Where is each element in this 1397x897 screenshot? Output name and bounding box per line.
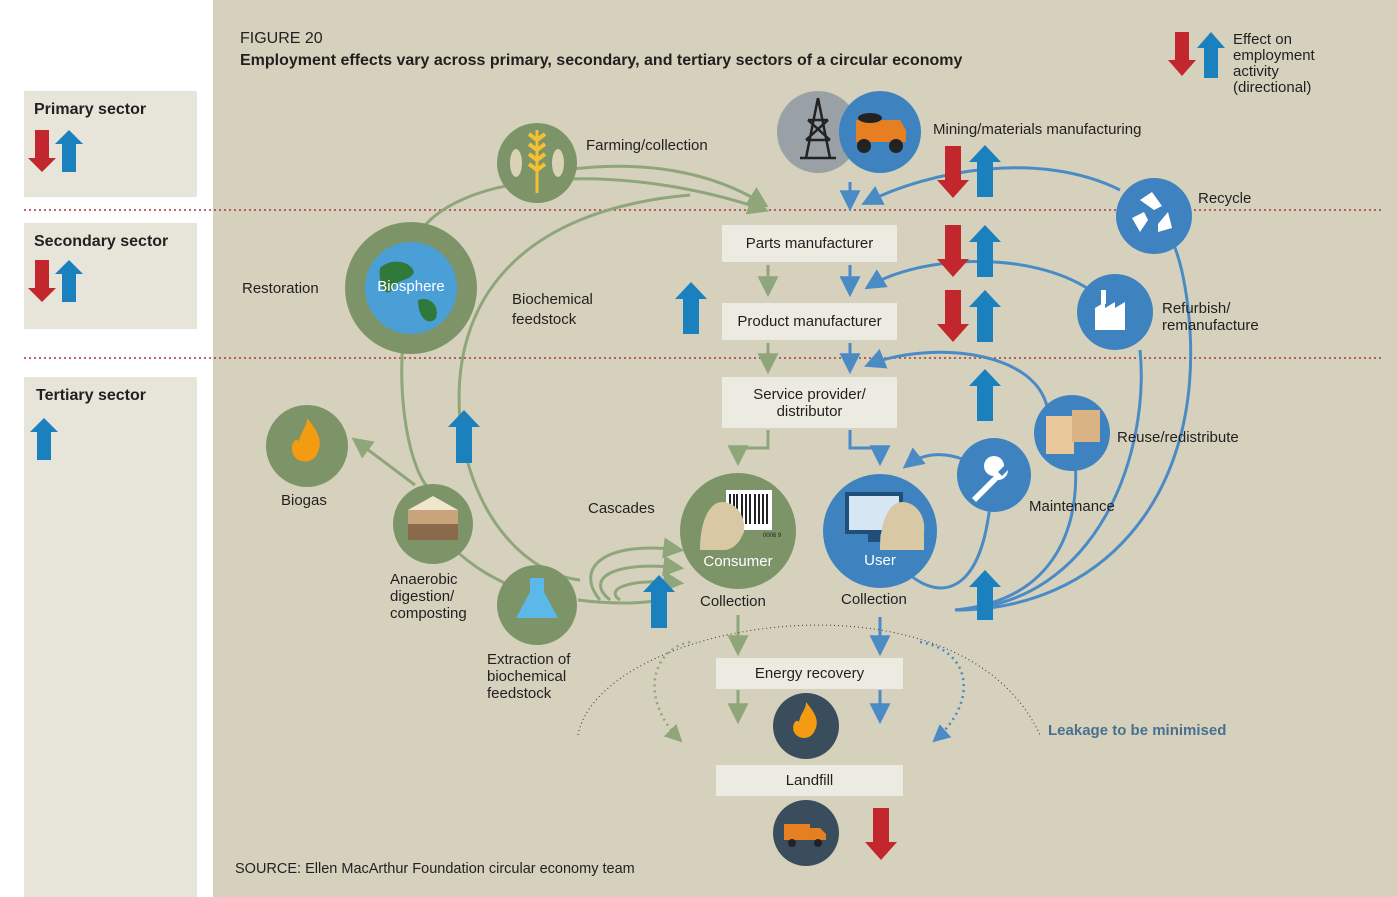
biochemical-feedstock-label: Biochemical feedstock [512, 291, 593, 328]
compost-icon [408, 496, 458, 540]
restoration-label: Restoration [242, 280, 319, 297]
anaerobic-circle [393, 484, 473, 564]
tertiary-sector-label: Tertiary sector [36, 387, 146, 404]
mining-truck-icon [856, 113, 906, 153]
mining-circles [777, 91, 921, 173]
anaerobic-line-2: digestion/ [390, 588, 455, 605]
consumer-circle [680, 473, 796, 589]
refurbish-circle [1077, 274, 1153, 350]
biogas-circle [266, 405, 348, 487]
farming-circle [497, 123, 577, 203]
oil-derrick-icon [800, 97, 836, 160]
legend-line-1: Effect on [1233, 31, 1292, 48]
boxes-icon [1046, 410, 1100, 454]
secondary-sector-box: Secondary sector [24, 223, 197, 329]
parts-manufacturer-box: Parts manufacturer [722, 225, 897, 262]
landfill-box: Landfill [716, 765, 903, 796]
recycle-circle [1116, 178, 1192, 254]
legend-line-3: activity [1233, 63, 1279, 80]
wheat-fish-icon [510, 130, 564, 193]
leakage-dotted-blue [919, 640, 965, 743]
refurbish-label: Refurbish/ remanufacture [1162, 300, 1259, 334]
service-line-1: Service provider/ [753, 385, 866, 403]
farming-label: Farming/collection [586, 137, 708, 154]
figure-number: FIGURE 20 [240, 30, 323, 47]
biogas-label: Biogas [281, 492, 327, 509]
legend-label: Effect on employment activity (direction… [1233, 32, 1315, 96]
biosphere-circle [345, 222, 477, 354]
primary-sector-label: Primary sector [34, 101, 147, 118]
energy-recovery-circle [773, 693, 839, 759]
barcode-digits: 0006 9 [763, 533, 782, 539]
service-provider-box: Service provider/ distributor [722, 377, 897, 428]
anaerobic-label: Anaerobic digestion/ composting [390, 571, 467, 622]
leakage-label: Leakage to be minimised [1048, 722, 1227, 739]
refurbish-line-1: Refurbish/ [1162, 300, 1231, 317]
wrench-icon [972, 456, 1008, 502]
service-line-2: distributor [776, 402, 843, 420]
reuse-label: Reuse/redistribute [1117, 429, 1239, 446]
tertiary-sector-box: Tertiary sector [24, 377, 197, 897]
maintenance-circle [957, 438, 1031, 512]
extraction-line-2: biochemical [487, 668, 567, 685]
collection-right-label: Collection [841, 591, 907, 608]
consumer-person-icon [700, 502, 745, 550]
primary-sector-box: Primary sector [24, 91, 197, 197]
legend-line-4: (directional) [1233, 79, 1312, 96]
maintenance-label: Maintenance [1029, 498, 1115, 515]
figure-title: Employment effects vary across primary, … [240, 52, 963, 69]
source-note: SOURCE: Ellen MacArthur Foundation circu… [235, 861, 635, 877]
extraction-label: Extraction of biochemical feedstock [487, 651, 570, 702]
flame-icon-energy [793, 702, 817, 738]
flame-icon [291, 418, 320, 462]
mining-label: Mining/materials manufacturing [933, 121, 1142, 138]
biosphere-label: Biosphere [377, 278, 445, 295]
reuse-circle [1034, 395, 1110, 471]
recycle-icon [1132, 192, 1172, 232]
flask-icon [516, 578, 558, 618]
refurbish-line-2: remanufacture [1162, 317, 1259, 334]
sector-arrows [28, 130, 83, 460]
legend-line-2: employment [1233, 47, 1315, 64]
employment-arrows [448, 145, 1001, 860]
extraction-line-1: Extraction of [487, 651, 571, 668]
anaerobic-line-3: composting [390, 605, 467, 622]
recycle-label: Recycle [1198, 190, 1252, 207]
landfill-circle [773, 800, 839, 866]
product-manufacturer-box: Product manufacturer [722, 303, 897, 340]
collection-left-label: Collection [700, 593, 766, 610]
factory-icon [1095, 290, 1125, 330]
leakage-dotted-green [653, 640, 691, 743]
anaerobic-line-1: Anaerobic [390, 571, 458, 588]
cascades-label: Cascades [588, 500, 655, 517]
biochem-line-1: Biochemical [512, 291, 593, 308]
dump-truck-icon [784, 824, 826, 847]
user-circle [823, 474, 937, 588]
secondary-sector-label: Secondary sector [34, 233, 169, 250]
technical-cycle-lines [839, 166, 1193, 725]
user-person-icon [880, 502, 925, 550]
energy-recovery-box: Energy recovery [716, 658, 903, 689]
user-label: User [864, 552, 896, 569]
biochem-line-2: feedstock [512, 311, 577, 328]
legend-arrows [1168, 32, 1225, 78]
extraction-circle [497, 565, 577, 645]
extraction-line-3: feedstock [487, 685, 552, 702]
consumer-label: Consumer [703, 553, 773, 570]
